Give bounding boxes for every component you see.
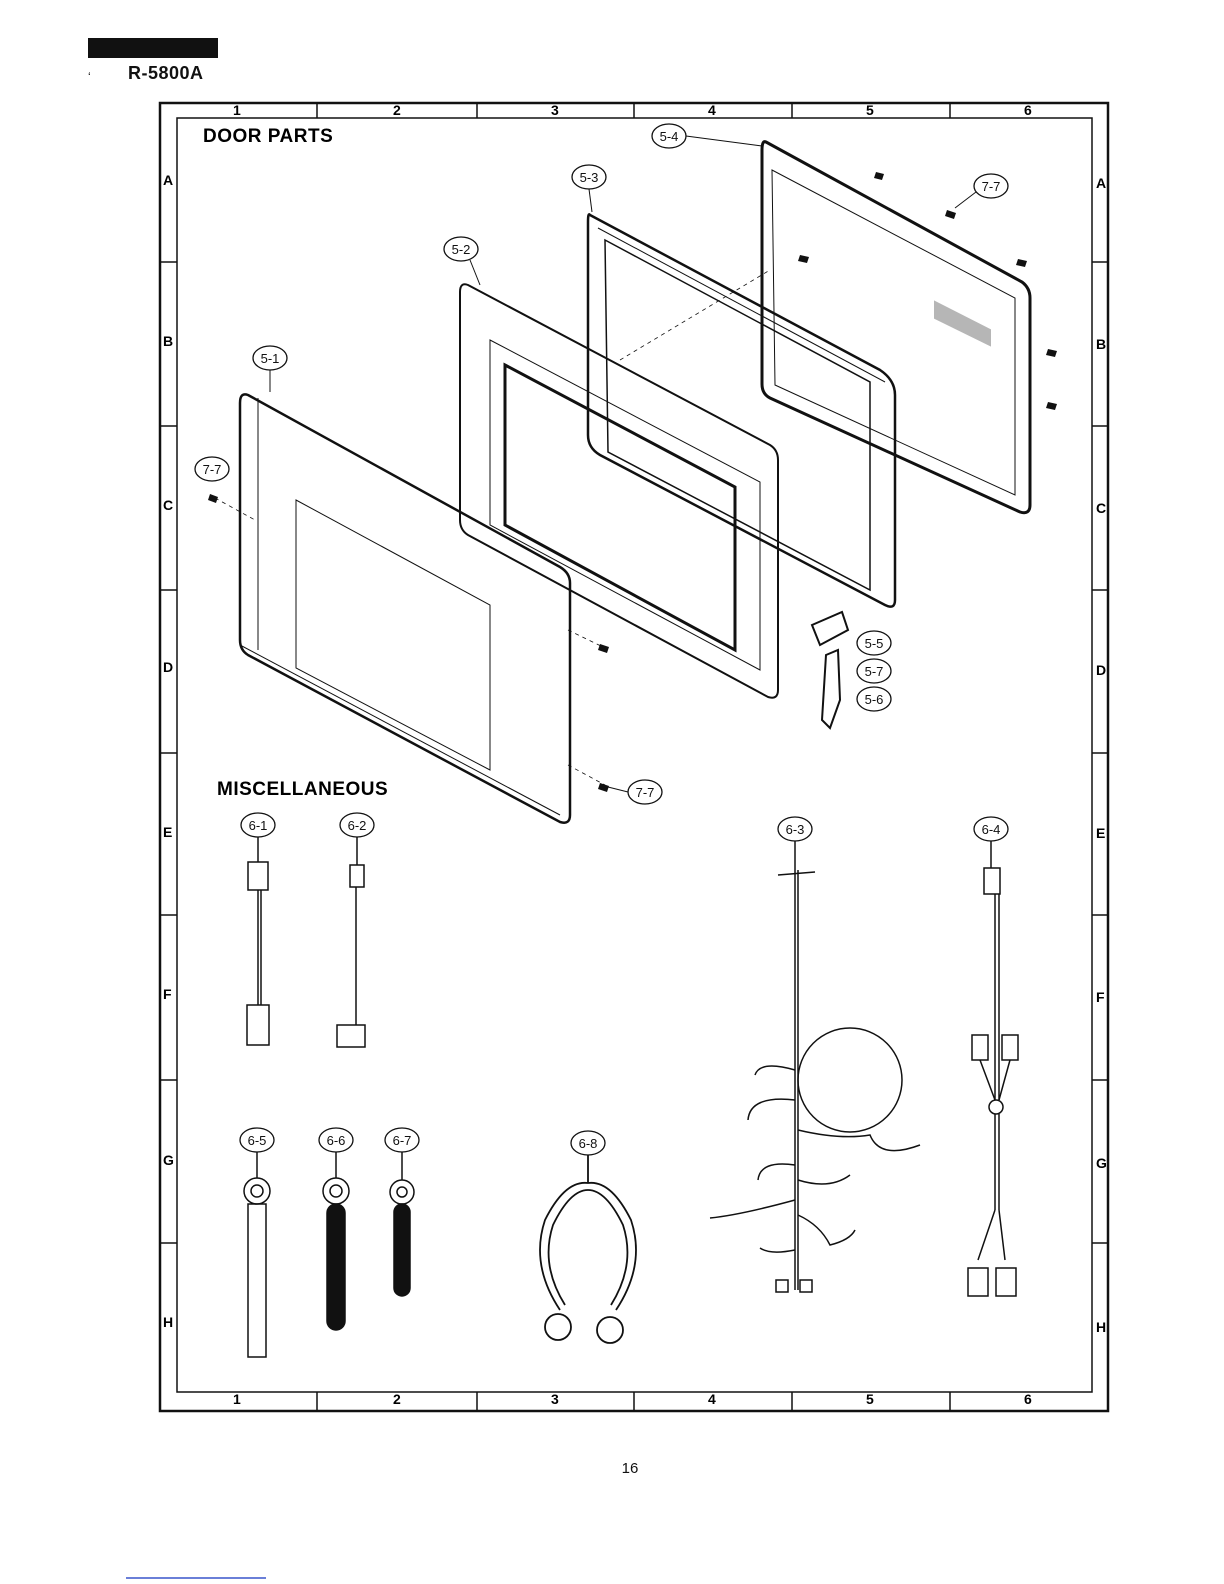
part-5-1-door-outer [240, 394, 570, 822]
part-6-1-lead-wire [247, 837, 269, 1045]
callout-label-6-4: 6-4 [982, 822, 1001, 837]
screw-group-door [208, 494, 609, 792]
col-label-3-top: 3 [551, 102, 559, 118]
diagram-outer-frame [160, 103, 1108, 1411]
row-label-g-right: G [1096, 1155, 1107, 1171]
callout-label-5-7: 5-7 [865, 664, 884, 679]
callout-label-5-3: 5-3 [580, 170, 599, 185]
row-label-c-left: C [163, 497, 173, 513]
col-label-4-bottom: 4 [708, 1391, 716, 1407]
col-label-3-bottom: 3 [551, 1391, 559, 1407]
row-label-g-left: G [163, 1152, 174, 1168]
col-label-2-top: 2 [393, 102, 401, 118]
col-label-2-bottom: 2 [393, 1391, 401, 1407]
section-title-miscellaneous: MISCELLANEOUS [217, 779, 388, 800]
row-label-h-right: H [1096, 1319, 1106, 1335]
col-label-5-top: 5 [866, 102, 874, 118]
callout-label-5-4: 5-4 [660, 129, 679, 144]
col-label-6-top: 6 [1024, 102, 1032, 118]
callout-label-6-7: 6-7 [393, 1133, 412, 1148]
callout-label-6-2: 6-2 [348, 818, 367, 833]
row-ticks [160, 262, 1108, 1243]
callout-label-5-2: 5-2 [452, 242, 471, 257]
callout-label-7-7-c: 7-7 [636, 785, 655, 800]
row-label-a-left: A [163, 172, 173, 188]
callout-label-5-5: 5-5 [865, 636, 884, 651]
part-5-3-choke-frame [588, 214, 895, 606]
callout-label-6-3: 6-3 [786, 822, 805, 837]
row-label-f-right: F [1096, 989, 1105, 1005]
callout-ellipses [195, 124, 1008, 804]
column-ticks [317, 103, 950, 1411]
row-label-d-right: D [1096, 662, 1106, 678]
callout-label-5-1: 5-1 [261, 351, 280, 366]
row-label-b-right: B [1096, 336, 1106, 352]
part-6-3-wire-harness [710, 841, 920, 1292]
footer-link-underline [126, 1577, 266, 1579]
row-label-d-left: D [163, 659, 173, 675]
diagram-inner-frame [177, 118, 1092, 1392]
row-label-a-right: A [1096, 175, 1106, 191]
part-6-2-lead-wire [337, 837, 365, 1047]
col-label-6-bottom: 6 [1024, 1391, 1032, 1407]
part-6-6-terminal [323, 1152, 349, 1330]
row-label-e-left: E [163, 824, 172, 840]
part-5-2-door-frame [460, 284, 778, 697]
row-label-f-left: F [163, 986, 172, 1002]
col-label-1-top: 1 [233, 102, 241, 118]
part-6-8-clip [540, 1155, 636, 1343]
part-5-5-5-6-5-7-latch [812, 612, 848, 728]
callout-label-5-6: 5-6 [865, 692, 884, 707]
row-label-e-right: E [1096, 825, 1105, 841]
callout-label-7-7-b: 7-7 [982, 179, 1001, 194]
row-label-h-left: H [163, 1314, 173, 1330]
col-label-4-top: 4 [708, 102, 716, 118]
page-number: 16 [600, 1460, 660, 1477]
callout-label-6-8: 6-8 [579, 1136, 598, 1151]
exploded-leader-lines [215, 270, 770, 785]
callout-label-6-1: 6-1 [249, 818, 268, 833]
callout-label-6-6: 6-6 [327, 1133, 346, 1148]
part-6-4-wire-harness [968, 841, 1018, 1296]
row-label-b-left: B [163, 333, 173, 349]
callout-label-6-5: 6-5 [248, 1133, 267, 1148]
callout-label-7-7-a: 7-7 [203, 462, 222, 477]
screw-group-5-4 [798, 172, 1057, 410]
col-label-1-bottom: 1 [233, 1391, 241, 1407]
part-6-5-terminal [244, 1152, 270, 1357]
col-label-5-bottom: 5 [866, 1391, 874, 1407]
section-title-door-parts: DOOR PARTS [203, 126, 333, 147]
part-6-7-terminal [390, 1152, 414, 1296]
row-label-c-right: C [1096, 500, 1106, 516]
